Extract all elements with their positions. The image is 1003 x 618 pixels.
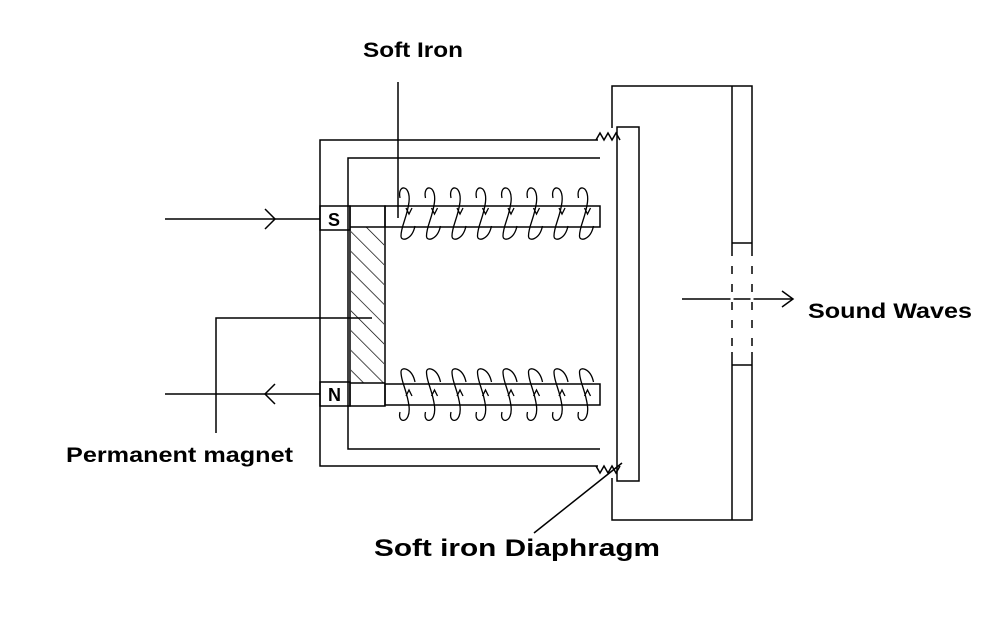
output-arrow-icon xyxy=(263,383,276,405)
coil-bottom-arrow-icon xyxy=(405,388,413,397)
coil-top-turn xyxy=(398,187,416,240)
coil-bottom-turn xyxy=(424,368,442,421)
label-soft-iron: Soft Iron xyxy=(363,39,463,62)
coil-bottom-turn xyxy=(398,368,416,421)
soft-iron-bar-top xyxy=(384,205,601,228)
coil-bottom-arrow-icon xyxy=(430,388,439,397)
coil-top-turn xyxy=(551,187,569,240)
coil-top-turn xyxy=(475,187,493,240)
coil-top-turn xyxy=(500,187,518,240)
coil-bottom-arrow-icon xyxy=(481,388,490,397)
label-pole-n: N xyxy=(328,385,341,405)
soft-iron-bar-bottom xyxy=(384,383,601,406)
coil-bottom-turn xyxy=(551,368,569,421)
coil-top-arrow-icon xyxy=(405,207,413,216)
coil-bottom-arrow-icon xyxy=(558,388,566,397)
coil-top-arrow-icon xyxy=(456,207,464,216)
coil-bottom-turn xyxy=(449,368,467,421)
coil-top-turn xyxy=(526,187,544,240)
label-pole-s: S xyxy=(328,210,340,230)
inner-case xyxy=(347,157,600,450)
coil-bottom-turn xyxy=(500,368,518,421)
permanent-magnet-bar xyxy=(349,205,386,407)
coil-bottom-turn xyxy=(577,368,595,421)
coil-top-arrow-icon xyxy=(532,207,541,216)
coil-top-turn xyxy=(424,187,442,240)
outer-case xyxy=(319,139,598,467)
coil-bottom-arrow-icon xyxy=(583,388,592,397)
coil-top-turn xyxy=(577,187,595,240)
earpiece-housing xyxy=(611,85,753,521)
label-soft-iron-diaphragm: Soft iron Diaphragm xyxy=(374,535,660,562)
label-permanent-magnet: Permanent magnet xyxy=(66,444,293,467)
coil-bottom xyxy=(398,368,595,421)
coil-top-turn xyxy=(449,187,467,240)
coil-top-arrow-icon xyxy=(481,207,490,216)
magnet-hatch xyxy=(351,227,384,383)
coil-top-arrow-icon xyxy=(430,207,439,216)
thread-bottom xyxy=(595,464,621,475)
coil-bottom-arrow-icon xyxy=(456,388,464,397)
soft-iron-diaphragm xyxy=(616,126,640,482)
leader-diaphragm xyxy=(533,462,623,534)
coil-top xyxy=(398,187,595,240)
input-arrow-icon xyxy=(264,208,277,230)
coil-bottom-turn xyxy=(475,368,493,421)
coil-top-arrow-icon xyxy=(558,207,566,216)
sound-arrow-icon xyxy=(781,290,795,308)
coil-bottom-arrow-icon xyxy=(532,388,541,397)
coil-bottom-turn xyxy=(526,368,544,421)
label-sound-waves: Sound Waves xyxy=(808,300,972,323)
coil-bottom-arrow-icon xyxy=(507,388,515,397)
coil-top-arrow-icon xyxy=(583,207,592,216)
leader-permanent-magnet xyxy=(215,317,372,433)
thread-top xyxy=(595,131,621,142)
coil-top-arrow-icon xyxy=(507,207,515,216)
